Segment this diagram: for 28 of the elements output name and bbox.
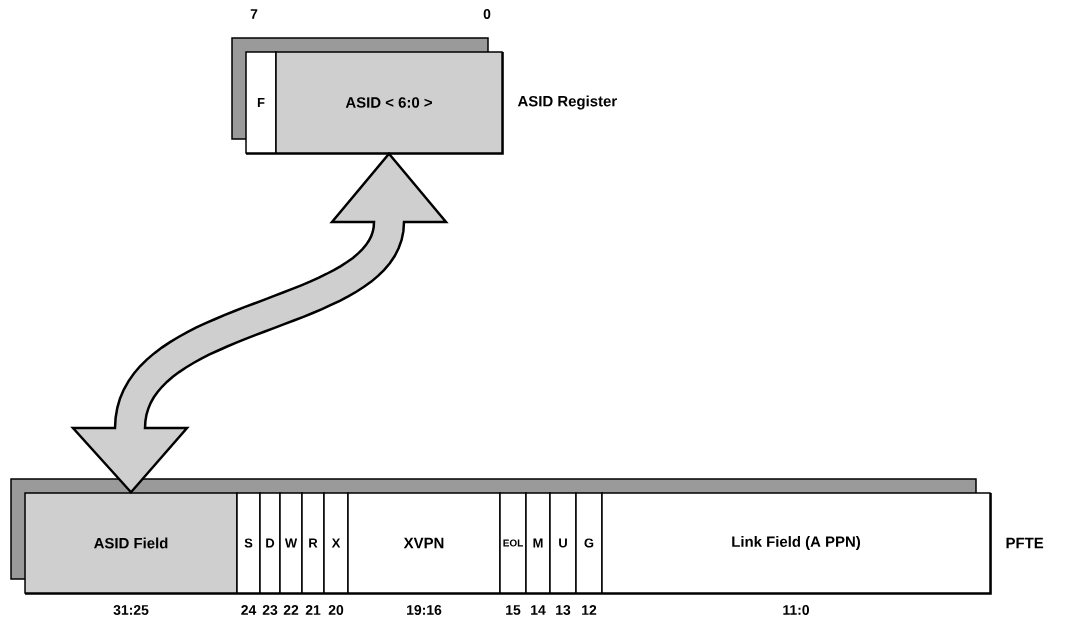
bit-number: 21	[305, 605, 321, 615]
bit-number: 0	[483, 9, 491, 19]
field-cell: EOL	[499, 492, 527, 594]
bit-number: 24	[241, 605, 257, 615]
field-cell: U	[549, 492, 577, 594]
bit-number: 19:16	[407, 605, 442, 615]
field-cell: ASID Field	[24, 492, 238, 594]
field-cell: X	[323, 492, 349, 594]
field-cell: S	[236, 492, 261, 594]
field-cell: F	[245, 51, 277, 154]
bit-number: 13	[556, 605, 571, 615]
register-label: PFTE	[1006, 537, 1044, 549]
field-cell: G	[575, 492, 603, 594]
field-cell: R	[301, 492, 325, 594]
field-cell: M	[525, 492, 551, 594]
bit-number: 14	[531, 605, 546, 615]
bit-number: 22	[283, 605, 299, 615]
bit-number: 15	[506, 605, 521, 615]
field-cell: ASID < 6:0 >	[275, 51, 503, 154]
bit-number: 12	[582, 605, 597, 615]
bit-number: 11:0	[783, 605, 809, 615]
field-cell: D	[259, 492, 281, 594]
field-cell: W	[279, 492, 303, 594]
bit-number: 31:25	[113, 605, 149, 615]
bit-number: 20	[328, 605, 344, 615]
register-label: ASID Register	[517, 95, 617, 110]
bit-number: 7	[250, 9, 258, 19]
bit-number: 23	[262, 605, 278, 615]
